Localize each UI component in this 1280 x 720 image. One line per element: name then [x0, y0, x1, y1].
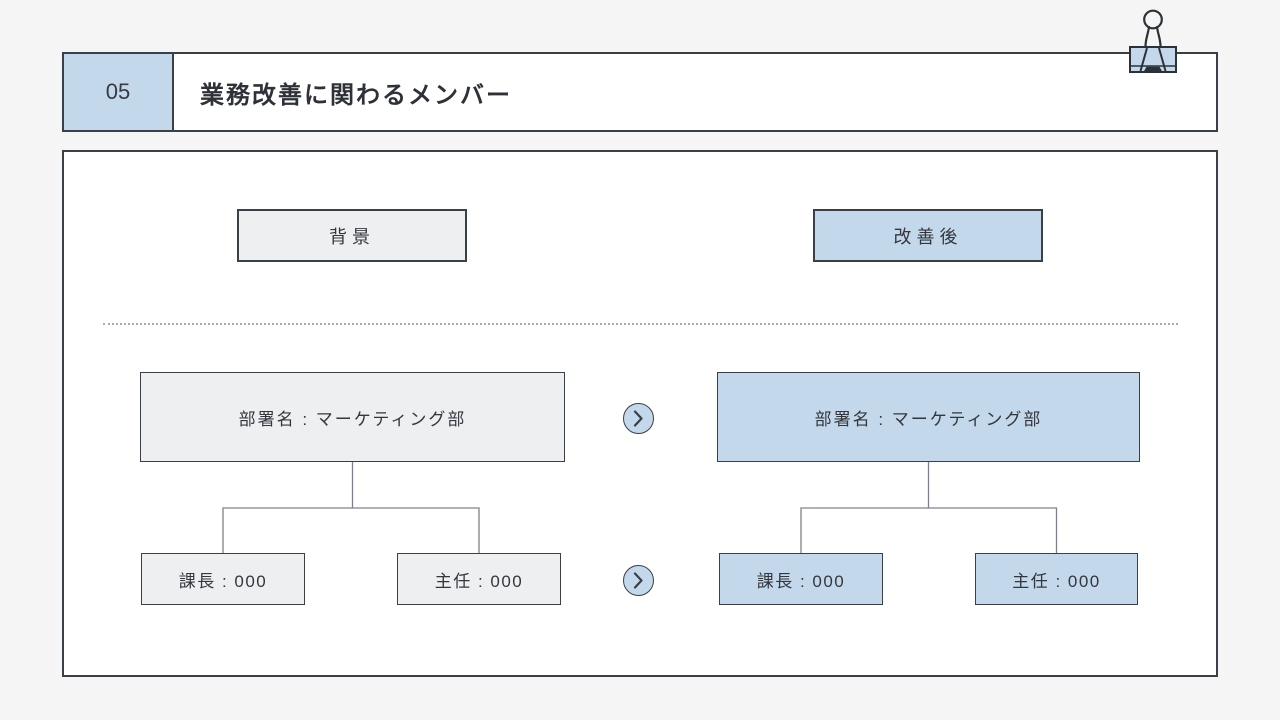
binder-clip-icon	[1129, 9, 1177, 73]
dotted-divider	[103, 323, 1178, 325]
chevron-right-circle-icon	[623, 565, 654, 596]
org-after-child-box: 主任 : 000	[975, 553, 1138, 605]
org-before-parent-box: 部署名 : マーケティング部	[140, 372, 565, 462]
chevron-right-icon	[633, 572, 643, 589]
org-after-child-box: 課長 : 000	[719, 553, 883, 605]
org-before-child-box: 課長 : 000	[141, 553, 305, 605]
page-title: 業務改善に関わるメンバー	[200, 81, 512, 109]
chevron-right-circle-icon	[623, 403, 654, 434]
org-after-parent-box: 部署名 : マーケティング部	[717, 372, 1140, 462]
label-after: 改善後	[813, 209, 1043, 262]
label-before: 背景	[237, 209, 467, 262]
header-bar: 05 業務改善に関わるメンバー	[62, 52, 1218, 132]
chevron-right-icon	[633, 410, 643, 427]
panel-inner: 背景 改善後 部署名 : マーケティング部 課長 : 000 主任 : 000 …	[64, 152, 1216, 675]
content-panel: 背景 改善後 部署名 : マーケティング部 課長 : 000 主任 : 000 …	[62, 150, 1218, 677]
page-number: 05	[64, 54, 174, 130]
org-before-child-box: 主任 : 000	[397, 553, 561, 605]
